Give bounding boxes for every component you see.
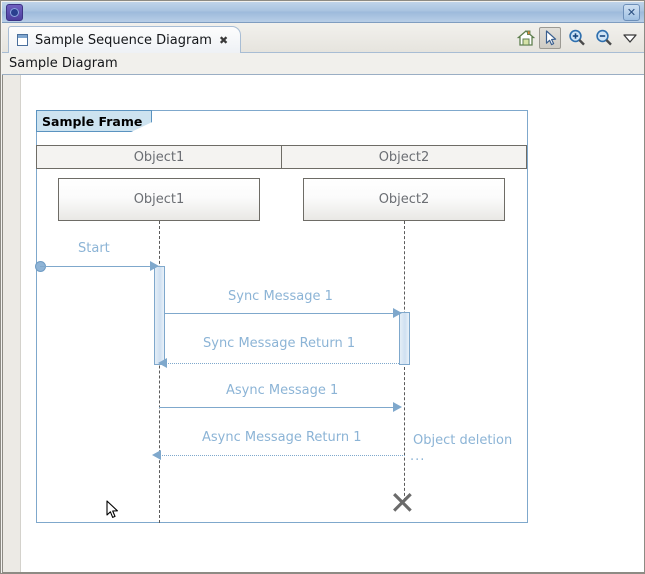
arrowhead-sync-1 [393, 308, 402, 318]
frame-label: Sample Frame [36, 110, 152, 132]
diagram-canvas[interactable]: Sample Frame Object1 Object2 Object1 Obj… [22, 75, 643, 571]
close-icon[interactable]: ✖ [218, 33, 229, 47]
document-icon [17, 34, 28, 46]
header-cell-object2[interactable]: Object2 [281, 145, 527, 169]
header-cell-object1[interactable]: Object1 [36, 145, 282, 169]
message-line-sync-1[interactable] [165, 313, 397, 314]
lifeline-box-object2[interactable]: Object2 [303, 178, 505, 221]
message-line-start[interactable] [40, 266, 156, 267]
destruction-marker-icon[interactable]: ✕ [389, 484, 416, 522]
message-label-async-return-1: Async Message Return 1 [202, 430, 362, 445]
window-titlebar: ✕ [2, 2, 644, 23]
tab-strip: Sample Sequence Diagram ✖ [2, 23, 644, 53]
message-line-sync-return-1[interactable] [165, 363, 399, 364]
home-icon[interactable] [515, 27, 537, 49]
message-line-async-1[interactable] [159, 407, 397, 408]
lifeline-object1 [159, 221, 160, 523]
editor-area: Sample Sequence Diagram ✖ [2, 23, 644, 573]
chevron-down-icon[interactable] [620, 27, 640, 49]
zoom-in-icon[interactable] [566, 27, 588, 49]
diagram-canvas-area: Sample Frame Object1 Object2 Object1 Obj… [2, 75, 644, 573]
window-close-button[interactable]: ✕ [623, 4, 640, 21]
message-line-async-return-1[interactable] [159, 455, 405, 456]
tab-sample-sequence-diagram[interactable]: Sample Sequence Diagram ✖ [8, 26, 242, 53]
arrowhead-start [150, 261, 159, 271]
destruction-label: Object deletion [413, 433, 513, 448]
destruction-ellipsis: ... [410, 449, 426, 464]
arrowhead-async-return-1 [152, 450, 161, 460]
breadcrumb: Sample Diagram [2, 53, 644, 75]
activation-bar-object2[interactable] [399, 312, 410, 365]
sequence-frame[interactable] [36, 110, 528, 523]
message-label-sync-1: Sync Message 1 [228, 289, 333, 304]
activation-bar-object1[interactable] [154, 266, 165, 365]
breadcrumb-label: Sample Diagram [9, 56, 118, 71]
tab-label: Sample Sequence Diagram [35, 32, 212, 48]
canvas-gutter [3, 75, 21, 572]
arrowhead-sync-return-1 [158, 358, 167, 368]
message-label-sync-return-1: Sync Message Return 1 [203, 336, 356, 351]
select-tool-icon[interactable] [539, 27, 561, 49]
lifeline-box-object1[interactable]: Object1 [58, 178, 260, 221]
message-label-start: Start [78, 241, 110, 256]
message-label-async-1: Async Message 1 [226, 383, 339, 398]
zoom-out-icon[interactable] [593, 27, 615, 49]
eclipse-logo-icon [6, 4, 23, 21]
arrowhead-async-1 [393, 402, 402, 412]
